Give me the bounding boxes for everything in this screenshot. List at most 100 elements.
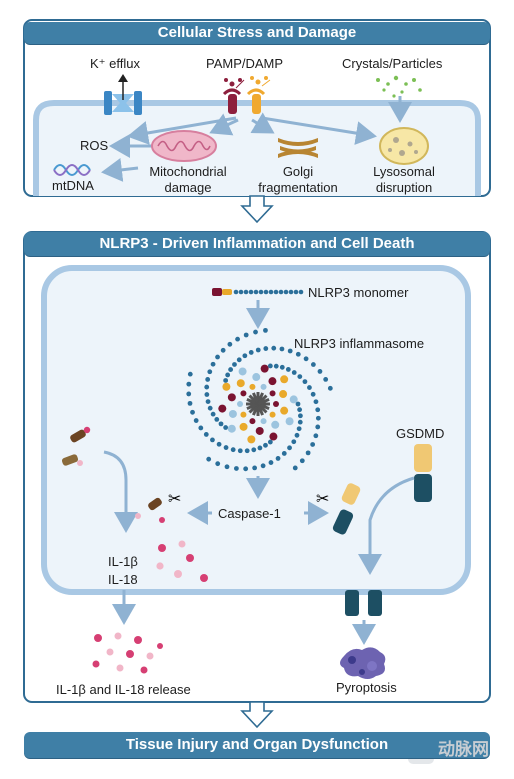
inflammasome-dot	[315, 424, 321, 430]
lrr-dot	[233, 289, 239, 295]
inflammasome-dot	[296, 426, 302, 432]
lrr-dot	[243, 289, 249, 295]
inflammasome-dot	[186, 381, 192, 387]
il1b-label: IL-1β	[108, 554, 138, 569]
inflammasome-dot	[271, 345, 277, 351]
inflammasome-dot	[263, 327, 268, 333]
inflammasome-dot	[315, 415, 321, 421]
inflammasome-dot	[220, 347, 226, 353]
inflammasome-dot	[260, 463, 266, 469]
crystals-icon	[376, 75, 422, 98]
inflammasome-dot	[253, 329, 258, 335]
inflammasome-dot	[297, 407, 303, 413]
inflammasome-subunit	[289, 395, 298, 404]
inflammasome-dot	[275, 456, 281, 461]
golgi-label-1: Golgi	[282, 164, 314, 179]
mitochondrion-icon	[151, 130, 217, 162]
inflammasome-dot	[210, 411, 216, 417]
inflammasome-dot	[295, 401, 301, 407]
watermark-text: 动脉网	[438, 740, 489, 759]
inflammasome-dot	[242, 353, 248, 359]
pyroptosis-label: Pyroptosis	[336, 680, 397, 695]
inflammasome-dot	[230, 447, 236, 453]
pro-interleukin-icon	[61, 426, 91, 466]
inflammasome-dot	[273, 363, 279, 369]
inflammasome-subunit	[252, 373, 261, 382]
inflammasome-dot	[218, 421, 224, 427]
gsdmd-icon	[414, 444, 432, 502]
inflammasome-subunit	[271, 420, 280, 429]
inflammasome-subunit	[247, 435, 256, 444]
inflammasome-dot	[204, 384, 210, 390]
lrr-dot	[278, 289, 284, 295]
inflammasome-dot	[248, 350, 254, 355]
inflammasome-dot	[310, 362, 316, 367]
inflammasome-dot	[310, 442, 316, 447]
inflammasome-dot	[236, 357, 242, 363]
lrr-dot	[263, 289, 269, 295]
lyso-label-1: Lysosomal	[373, 164, 435, 179]
inflammasome-subunit	[273, 401, 279, 407]
nlrp3-monomer-label: NLRP3 monomer	[308, 285, 409, 300]
il-particles-icon	[156, 540, 208, 582]
inflammasome-dot	[232, 362, 237, 367]
inflammasome-dot	[305, 450, 311, 456]
inflammasome-dot	[268, 460, 274, 465]
inflammasome-subunit	[260, 418, 267, 425]
scissors-right-icon: ✂	[316, 489, 329, 508]
inflammasome-dot	[227, 341, 233, 347]
lrr-dot	[248, 289, 254, 295]
inflammasome-subunit	[280, 406, 289, 415]
released-cytokines-icon	[92, 632, 163, 674]
inflammasome-dot	[303, 356, 309, 362]
inflammasome-dot	[235, 336, 240, 342]
inflammasome-dot	[255, 347, 261, 353]
dna-icon	[53, 164, 91, 176]
golgi-label-2: fragmentation	[258, 180, 338, 195]
pamp-damp-label: PAMP/DAMP	[206, 56, 284, 71]
inflammasome-dot	[267, 439, 273, 445]
potassium-channel-icon	[104, 74, 142, 115]
inflammasome-subunit	[249, 383, 256, 390]
inflammasome-dot	[243, 332, 249, 338]
inflammasome-dot	[214, 417, 220, 422]
inflammasome-dot	[307, 385, 312, 390]
inflammasome-dot	[315, 407, 321, 413]
inflammasome-subunit	[249, 418, 256, 425]
gsdmd-pore-icon	[345, 590, 382, 616]
inflammasome-dot	[295, 351, 301, 357]
inflammasome-dot	[193, 418, 199, 423]
inflammasome-subunit	[255, 426, 264, 435]
cleaved-pro-il-icon	[135, 497, 165, 523]
nlrp3-section-title: NLRP3 - Driven Inflammation and Cell Dea…	[24, 232, 490, 256]
inflammasome-dot	[223, 425, 229, 430]
inflammasome-subunit	[268, 377, 277, 386]
inflammasome-dot	[323, 377, 329, 382]
inflammasome-dot	[317, 369, 323, 374]
inflammasome-dot	[313, 433, 319, 439]
lrr-dot	[238, 289, 244, 295]
inflammasome-subunit	[279, 390, 288, 399]
inflammasome-subunit	[228, 409, 237, 418]
mito-label-1: Mitochondrial	[149, 164, 227, 179]
inflammasome-dot	[310, 391, 316, 397]
golgi-icon	[278, 138, 318, 158]
inflammasome-subunit	[269, 390, 276, 397]
inflammasome-dot	[294, 432, 300, 438]
inflammasome-dot	[186, 391, 192, 397]
nlrp3-monomer-icon	[212, 288, 304, 296]
inflammasome-dot	[223, 445, 229, 450]
inflammasome-dot	[263, 442, 268, 448]
inflammasome-dot	[279, 364, 285, 370]
inflammasome-subunit	[240, 411, 247, 418]
inflammasome-dot	[244, 448, 250, 454]
inflammasome-subunit	[285, 417, 294, 426]
inflammasome-dot	[327, 385, 333, 391]
lrr-dot	[288, 289, 294, 295]
caspase-label: Caspase-1	[218, 506, 281, 521]
inflammasome-subunit	[280, 375, 289, 384]
inflammasome-subunit	[218, 404, 227, 413]
inflammasome-subunit	[239, 422, 248, 431]
inflammasome-dot	[207, 369, 213, 375]
